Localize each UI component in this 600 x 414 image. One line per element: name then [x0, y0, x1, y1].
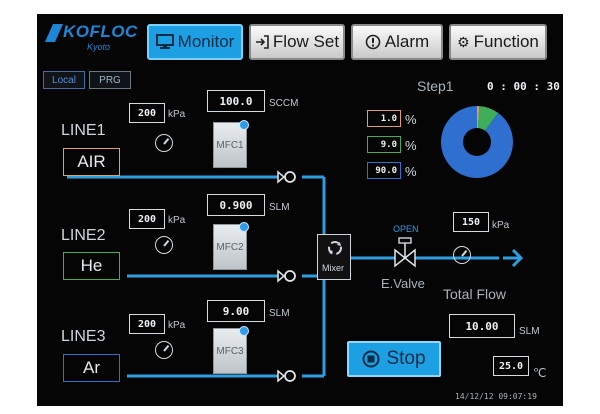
gear-icon: ⚙ [457, 33, 470, 50]
mixer[interactable]: Mixer [317, 234, 351, 280]
line2-label: LINE2 [61, 227, 106, 244]
line2-gas-box[interactable]: He [63, 252, 120, 280]
tab-alarm[interactable]: Alarm [351, 24, 443, 60]
datetime: 14/12/12 09:07:19 [455, 392, 537, 401]
line1-pressure-unit: kPa [168, 109, 186, 120]
valve-state: OPEN [393, 224, 419, 234]
stop-icon [362, 350, 380, 368]
status-dot-icon [239, 326, 249, 336]
prg-button[interactable]: PRG [89, 71, 131, 89]
line2-pressure-value: 200 [129, 209, 165, 229]
mfc2-label: MFC2 [216, 241, 244, 253]
tab-label: Alarm [384, 32, 430, 51]
line1-pressure-value: 200 [129, 103, 165, 123]
line3-flow-value[interactable]: 9.00 [207, 300, 265, 322]
line3-pressure-gauge-icon [155, 341, 173, 359]
total-flow-value: 10.00 [449, 314, 515, 338]
total-flow-unit: SLM [519, 326, 540, 337]
total-flow-label: Total Flow [443, 286, 507, 302]
line3-flow-unit: SLM [269, 308, 290, 319]
line1-flow-unit: SCCM [269, 98, 299, 109]
tab-flow-set[interactable]: Flow Set [249, 24, 345, 60]
mfc1[interactable]: MFC1 [213, 120, 249, 168]
tab-label: Monitor [177, 32, 235, 51]
mixer-icon [328, 241, 342, 255]
step-label: Step1 [417, 78, 454, 94]
ratio-air-value: 1.0 [367, 110, 401, 127]
control-screen: KOFLOC Kyoto Monitor Flow Set Alarm ⚙ Fu… [37, 14, 563, 406]
line3-pressure-value: 200 [129, 314, 165, 334]
monitor-icon [155, 34, 174, 49]
mfc1-label: MFC1 [216, 139, 244, 151]
line2-pressure-gauge-icon [155, 236, 173, 254]
mixer-label: Mixer [322, 263, 344, 273]
stop-label: Stop [386, 348, 426, 369]
brand-sub: Kyoto [87, 42, 111, 52]
mfc3[interactable]: MFC3 [213, 326, 249, 374]
tab-function[interactable]: ⚙ Function [449, 24, 547, 60]
line1-label: LINE1 [61, 122, 106, 139]
ratio-ar-unit: % [405, 164, 417, 179]
line2-pressure-unit: kPa [168, 215, 186, 226]
kofloc-logo: KOFLOC Kyoto [43, 20, 143, 60]
alert-icon [365, 34, 381, 50]
piping-diagram [67, 170, 524, 383]
ratio-he-unit: % [405, 138, 417, 153]
line2-flow-value[interactable]: 0.900 [207, 194, 265, 216]
logo-mark-icon [45, 24, 63, 42]
line2-flow-unit: SLM [269, 202, 290, 213]
line3-label: LINE3 [61, 328, 106, 345]
temperature-value: 25.0 [493, 356, 529, 376]
outlet-pressure-gauge-icon [453, 246, 471, 264]
tab-monitor[interactable]: Monitor [147, 24, 243, 60]
line3-gas-box[interactable]: Ar [63, 354, 120, 382]
status-dot-icon [239, 222, 249, 232]
ratio-air-unit: % [405, 112, 417, 127]
mfc2[interactable]: MFC2 [213, 222, 249, 270]
ratio-he-value: 9.0 [367, 136, 401, 153]
ratio-donut-chart [441, 106, 513, 178]
local-button[interactable]: Local [43, 71, 85, 89]
valve-label: E.Valve [381, 276, 425, 291]
brand-name: KOFLOC [63, 22, 138, 41]
tab-label: Function [473, 32, 539, 51]
line3-pressure-unit: kPa [168, 320, 186, 331]
ratio-ar-value: 90.0 [367, 162, 401, 179]
outlet-pressure-unit: kPa [492, 220, 510, 231]
temperature-unit: ℃ [533, 366, 547, 380]
outlet-pressure-value: 150 [453, 212, 489, 232]
step-timer: 0 : 00 : 30 [487, 80, 560, 93]
line1-gas-box[interactable]: AIR [63, 148, 120, 176]
mfc3-label: MFC3 [216, 345, 244, 357]
status-dot-icon [239, 120, 249, 130]
tab-label: Flow Set [272, 32, 340, 51]
stop-button[interactable]: Stop [347, 341, 441, 377]
login-arrow-icon [255, 35, 269, 49]
line1-flow-value[interactable]: 100.0 [207, 90, 265, 112]
line1-pressure-gauge-icon [155, 134, 173, 152]
